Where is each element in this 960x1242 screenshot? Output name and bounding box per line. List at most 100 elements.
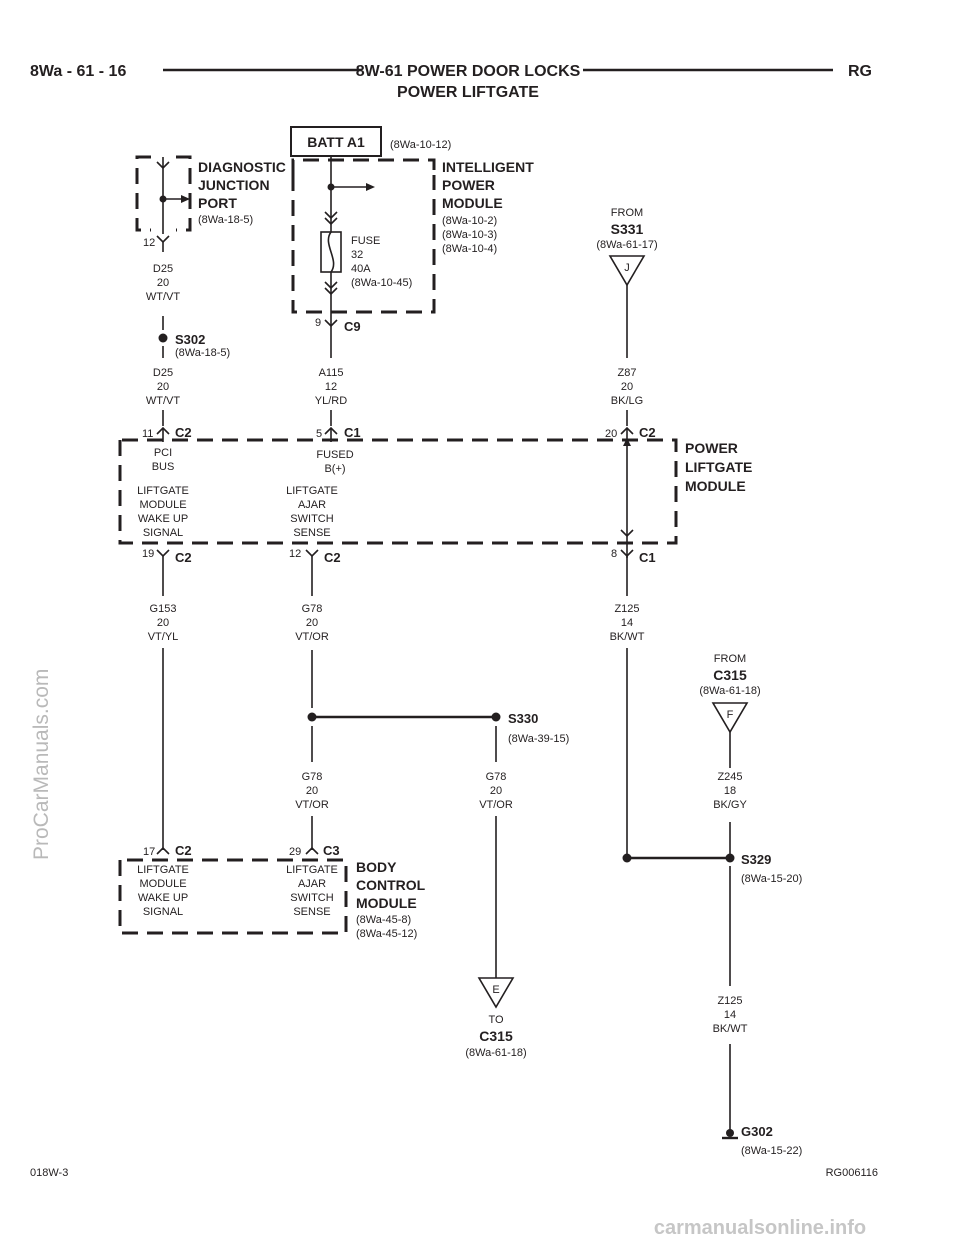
plm-pin-z87: 20 bbox=[605, 428, 617, 440]
plm-fused-line1: FUSED bbox=[316, 449, 353, 461]
plm-pci-line2: BUS bbox=[152, 461, 175, 473]
wire-label-z87: Z87 20 BK/LG bbox=[611, 367, 643, 407]
c315-from: FROM bbox=[714, 653, 746, 665]
plm-pin-g78-symbol bbox=[305, 549, 319, 558]
batt-ref: (8Wa-10-12) bbox=[390, 139, 451, 151]
bcm-pin-wake-symbol bbox=[156, 846, 170, 855]
wire-label-g78-lower-left: G78 20 VT/OR bbox=[295, 771, 329, 811]
wire-label-z245: Z245 18 BK/GY bbox=[713, 771, 747, 811]
svg-text:Z125: Z125 bbox=[614, 603, 639, 615]
ipm-name-2: POWER bbox=[442, 177, 495, 193]
footer-left-code: 018W-3 bbox=[30, 1167, 68, 1179]
wire-label-g78-upper: G78 20 VT/OR bbox=[295, 603, 329, 643]
bcm-ajar-line3: SWITCH bbox=[290, 892, 333, 904]
plm-ajar-line1: LIFTGATE bbox=[286, 485, 338, 497]
bcm-wake-line1: LIFTGATE bbox=[137, 864, 189, 876]
splice-s330: S330 (8Wa-39-15) bbox=[307, 711, 569, 745]
splice-s302: S302 (8Wa-18-5) bbox=[158, 332, 230, 359]
plm-pin-g78: 12 bbox=[289, 548, 301, 560]
svg-text:VT/OR: VT/OR bbox=[295, 631, 329, 643]
page-ref: 8Wa - 61 - 16 bbox=[30, 63, 126, 80]
plm-ajar-line4: SENSE bbox=[293, 527, 330, 539]
bcm-wake-line4: SIGNAL bbox=[143, 906, 183, 918]
svg-text:20: 20 bbox=[157, 277, 169, 289]
svg-text:BK/GY: BK/GY bbox=[713, 799, 747, 811]
body-control-module: 17 C2 29 C3 LIFTGATE MODULE WAKE UP SIGN… bbox=[118, 843, 426, 940]
wire-label-d25-upper: D25 20 WT/VT bbox=[146, 263, 180, 303]
plm-conn-z87: C2 bbox=[639, 425, 656, 440]
plm-pin-z125: 8 bbox=[611, 548, 617, 560]
s302-ref: (8Wa-18-5) bbox=[175, 347, 230, 359]
plm-wake-line1: LIFTGATE bbox=[137, 485, 189, 497]
plm-conn-pci: C2 bbox=[175, 425, 192, 440]
ipm-outline bbox=[291, 175, 436, 314]
g302-ref: (8Wa-15-22) bbox=[741, 1145, 802, 1157]
c315-to-ref: (8Wa-61-18) bbox=[465, 1047, 526, 1059]
svg-text:VT/OR: VT/OR bbox=[295, 799, 329, 811]
ipm-ref-1: (8Wa-10-2) bbox=[442, 215, 497, 227]
wire-label-d25-lower: D25 20 WT/VT bbox=[146, 367, 180, 407]
djp-bracket-left bbox=[135, 155, 151, 232]
plm-pin-g153-symbol bbox=[156, 549, 170, 558]
page-title: 8W-61 POWER DOOR LOCKS bbox=[356, 63, 581, 80]
svg-text:G78: G78 bbox=[486, 771, 507, 783]
svg-text:VT/YL: VT/YL bbox=[148, 631, 179, 643]
from-s331: FROM S331 (8Wa-61-17) J bbox=[596, 207, 658, 287]
plm-name-2: LIFTGATE bbox=[685, 459, 752, 475]
bcm-pin-wake: 17 bbox=[143, 846, 155, 858]
bcm-pin-ajar-symbol bbox=[305, 846, 319, 855]
ground-g302: G302 (8Wa-15-22) bbox=[722, 1124, 802, 1157]
plm-pin-g153: 19 bbox=[142, 548, 154, 560]
fuse-rating: 40A bbox=[351, 263, 371, 275]
c315-to-letter: E bbox=[492, 984, 499, 996]
svg-text:WT/VT: WT/VT bbox=[146, 395, 180, 407]
c315-to-triangle bbox=[477, 977, 515, 1009]
plm-name-1: POWER bbox=[685, 440, 738, 456]
fuse-ref: (8Wa-10-45) bbox=[351, 277, 412, 289]
djp-ref: (8Wa-18-5) bbox=[198, 214, 253, 226]
plm-pin-fused: 5 bbox=[316, 428, 322, 440]
ipm-outline-top bbox=[291, 158, 436, 175]
svg-text:Z87: Z87 bbox=[618, 367, 637, 379]
plm-wake-line3: WAKE UP bbox=[138, 513, 188, 525]
svg-text:BK/LG: BK/LG bbox=[611, 395, 643, 407]
svg-text:14: 14 bbox=[724, 1009, 736, 1021]
svg-text:12: 12 bbox=[325, 381, 337, 393]
bcm-ajar-line1: LIFTGATE bbox=[286, 864, 338, 876]
s329-ref: (8Wa-15-20) bbox=[741, 873, 802, 885]
model-code: RG bbox=[848, 63, 872, 80]
svg-text:G78: G78 bbox=[302, 771, 323, 783]
ipm-pin: 9 bbox=[315, 317, 321, 329]
plm-ajar-line2: AJAR bbox=[298, 499, 326, 511]
bottom-watermark: carmanualsonline.info bbox=[654, 1217, 866, 1239]
svg-text:VT/OR: VT/OR bbox=[479, 799, 513, 811]
svg-text:18: 18 bbox=[724, 785, 736, 797]
plm-pin-pci: 11 bbox=[142, 428, 153, 440]
bcm-ref-1: (8Wa-45-8) bbox=[356, 914, 411, 926]
plm-conn-z125: C1 bbox=[639, 550, 656, 565]
svg-text:20: 20 bbox=[157, 617, 169, 629]
ipm-ref-2: (8Wa-10-3) bbox=[442, 229, 497, 241]
s302-name: S302 bbox=[175, 332, 205, 347]
intelligent-power-module: FUSE 32 40A (8Wa-10-45) INTELLIGENT POWE… bbox=[291, 156, 534, 334]
splice-dot bbox=[158, 333, 168, 343]
c315-to-label: TO bbox=[488, 1014, 504, 1026]
djp-name-1: DIAGNOSTIC bbox=[198, 159, 286, 175]
ipm-name-1: INTELLIGENT bbox=[442, 159, 534, 175]
svg-text:Z125: Z125 bbox=[717, 995, 742, 1007]
footer-right-code: RG006116 bbox=[826, 1167, 878, 1179]
bcm-name-2: CONTROL bbox=[356, 877, 426, 893]
fuse-number: 32 bbox=[351, 249, 363, 261]
s330-ref: (8Wa-39-15) bbox=[508, 733, 569, 745]
ipm-name-3: MODULE bbox=[442, 195, 503, 211]
from-c315: FROM C315 (8Wa-61-18) F bbox=[699, 653, 761, 734]
s331-letter: J bbox=[624, 262, 630, 274]
plm-conn-g78: C2 bbox=[324, 550, 341, 565]
plm-wake-line2: MODULE bbox=[139, 499, 186, 511]
diagnostic-junction-port: 12 DIAGNOSTIC JUNCTION PORT (8Wa-18-5) bbox=[135, 155, 286, 249]
ipm-pin-symbol bbox=[324, 319, 338, 328]
plm-fused-line2: B(+) bbox=[324, 463, 345, 475]
bcm-ajar-line2: AJAR bbox=[298, 878, 326, 890]
plm-name-3: MODULE bbox=[685, 478, 746, 494]
